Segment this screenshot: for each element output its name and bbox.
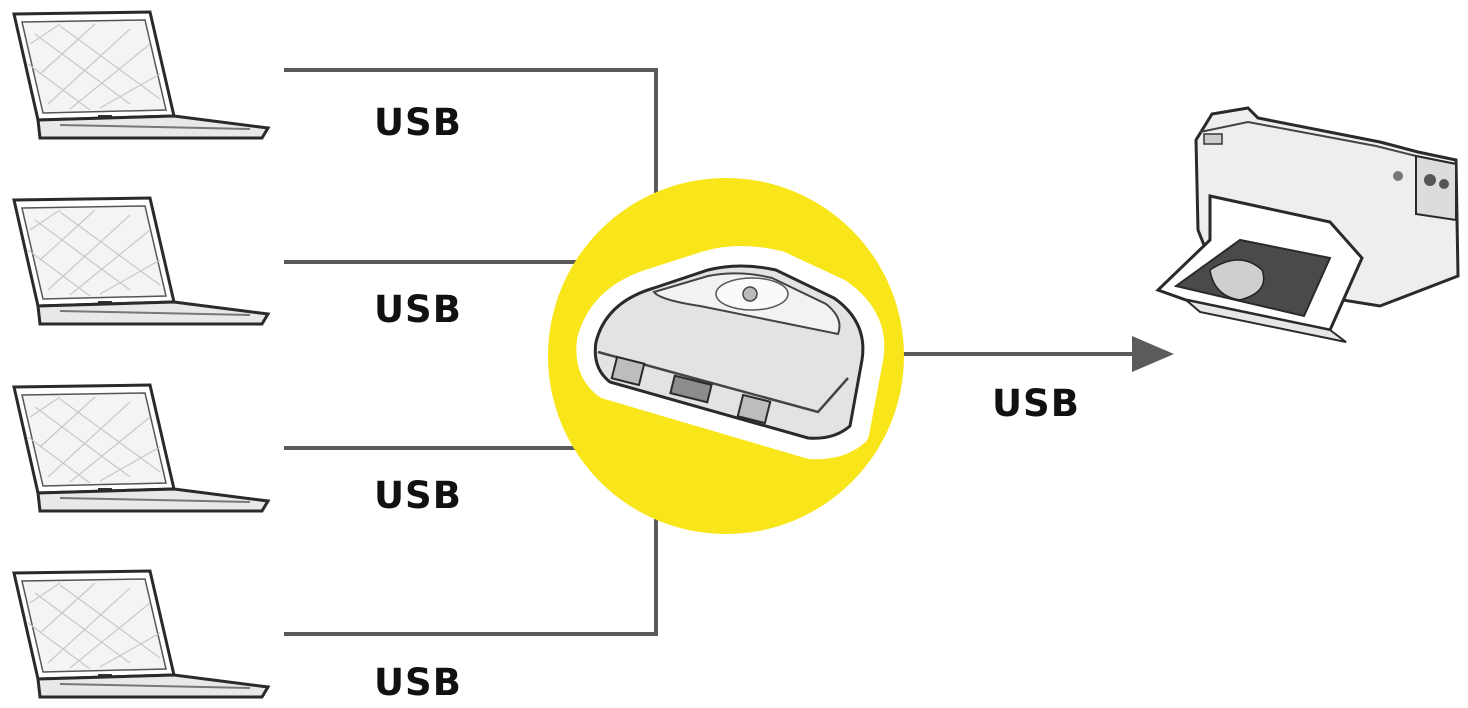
usb-label-4: USB <box>374 661 462 704</box>
usb-label-2: USB <box>374 288 462 331</box>
usb-label-output: USB <box>992 382 1080 425</box>
laptop-icon-2 <box>12 196 270 326</box>
printer-icon <box>1155 106 1460 343</box>
connection-lines <box>284 68 1138 636</box>
laptop-icon-4 <box>12 569 270 699</box>
laptop-icon-3 <box>12 383 270 513</box>
usb-label-1: USB <box>374 101 462 144</box>
usb-switch-device-icon <box>576 246 885 460</box>
usb-label-3: USB <box>374 474 462 517</box>
laptop-icon-1 <box>12 10 270 140</box>
link-line-1 <box>284 68 658 200</box>
arrow-head <box>1132 336 1174 372</box>
link-line-4 <box>284 500 658 636</box>
